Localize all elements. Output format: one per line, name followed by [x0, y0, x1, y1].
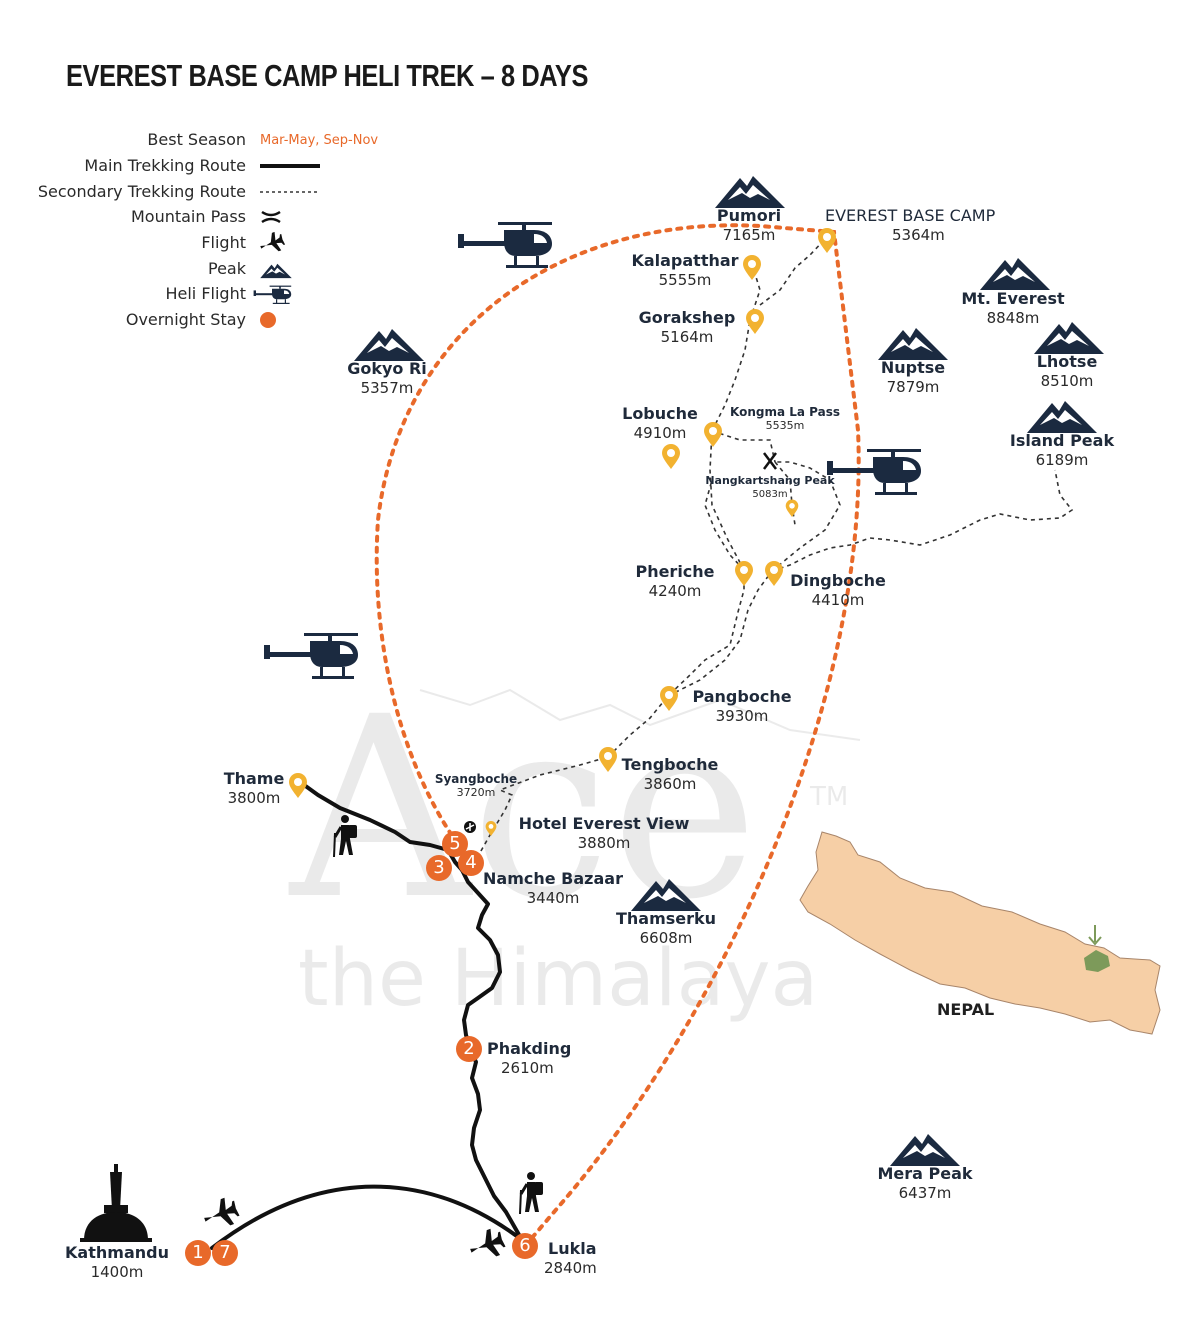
legend-flight: Flight — [201, 233, 246, 252]
nangkartshang-marker-icon — [785, 499, 799, 517]
legend-peak: Peak — [208, 259, 246, 278]
legend-main-route: Main Trekking Route — [84, 156, 246, 175]
gokyo-peak-icon — [354, 329, 424, 361]
stay-marker-5: 5 — [442, 831, 468, 857]
lobuche-alt-marker-icon — [662, 444, 680, 469]
down-arrow-icon — [1088, 925, 1102, 946]
pumori-peak-icon — [715, 176, 785, 208]
kalapatthar-marker-icon — [743, 255, 761, 280]
watermark-tm: TM — [809, 782, 848, 812]
nepal-label: NEPAL — [937, 1000, 995, 1019]
legend-mountain-pass: Mountain Pass — [130, 207, 246, 226]
plane-icon-2 — [466, 1226, 508, 1264]
heli-route — [374, 223, 861, 1248]
helicopter-icon-2 — [827, 449, 921, 495]
legend-season-value: Mar-May, Sep-Nov — [260, 133, 379, 148]
stay-marker-1: 1 — [185, 1240, 211, 1266]
dingboche-marker-icon — [765, 561, 783, 586]
island-peak-icon — [1027, 401, 1097, 433]
legend-secondary-route: Secondary Trekking Route — [37, 182, 246, 201]
legend-symbols — [253, 164, 320, 328]
syangboche-airstrip-icon — [464, 821, 476, 833]
stay-marker-7: 7 — [212, 1240, 238, 1266]
stay-marker-6: 6 — [512, 1233, 538, 1259]
legend-heli-flight: Heli Flight — [165, 284, 246, 303]
legend-best-season: Best Season — [147, 130, 246, 149]
pheriche-marker-icon — [735, 561, 753, 586]
helicopter-icon-1 — [458, 222, 552, 268]
map-title: EVEREST BASE CAMP HELI TREK – 8 DAYS — [66, 58, 589, 93]
stay-marker-3: 3 — [426, 855, 452, 881]
legend-overnight-stay: Overnight Stay — [125, 310, 246, 329]
plane-icon-1 — [200, 1195, 242, 1233]
lobuche-marker-icon — [704, 422, 722, 447]
nepal-outline — [799, 831, 1161, 1035]
mera-peak-icon — [890, 1134, 960, 1166]
stupa-icon — [80, 1164, 152, 1242]
kongma-pass-icon — [763, 452, 777, 470]
stay-marker-2: 2 — [456, 1036, 482, 1062]
everest-peak-icon — [980, 258, 1050, 290]
everest-region-highlight — [1084, 950, 1110, 972]
watermark-subtitle: the Himalaya — [298, 934, 818, 1024]
hiker-icon-2 — [518, 1170, 545, 1216]
nuptse-peak-icon — [878, 328, 948, 360]
